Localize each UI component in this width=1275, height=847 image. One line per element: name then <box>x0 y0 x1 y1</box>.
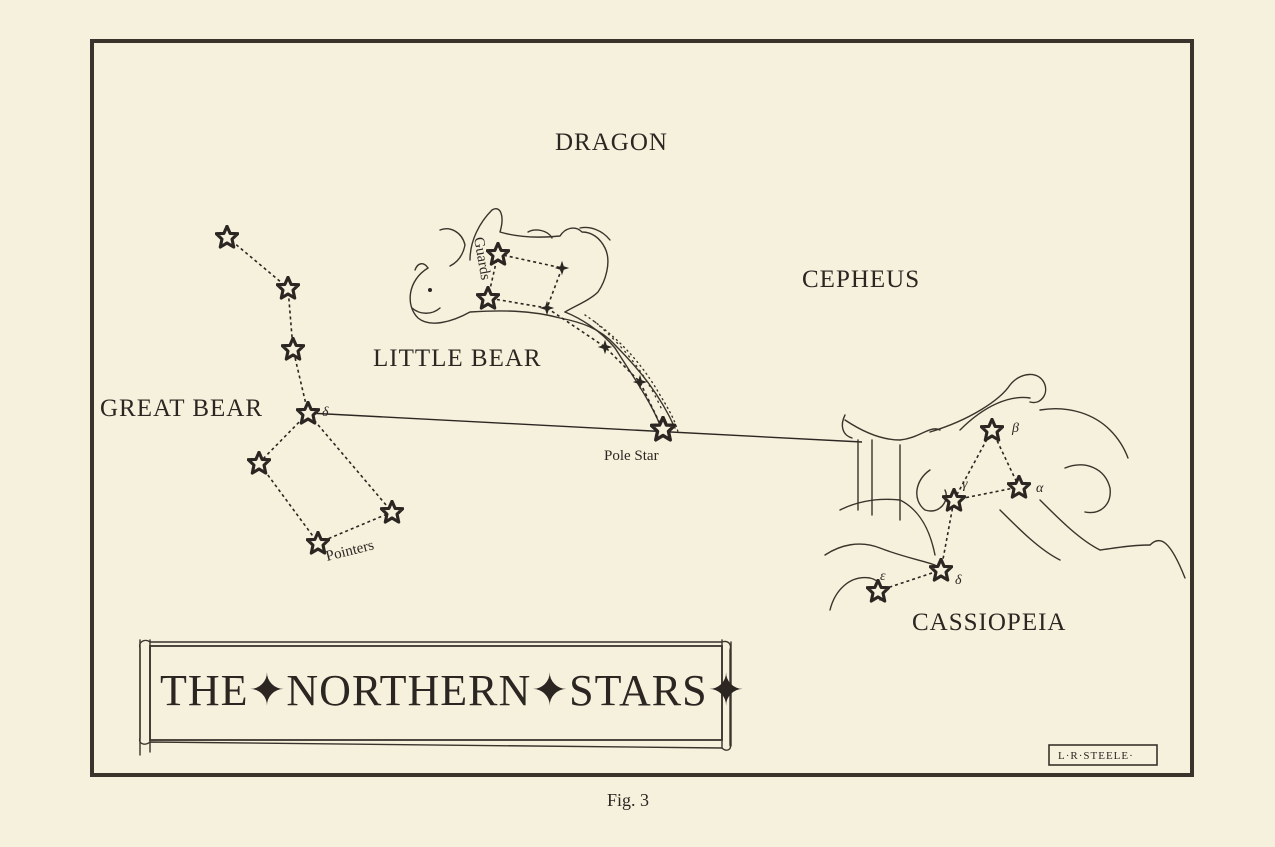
label-cass-alpha: α <box>1036 481 1044 496</box>
little-bear-star <box>632 374 648 390</box>
guard-star <box>476 286 500 310</box>
label-little-bear: LITTLE BEAR <box>373 345 542 372</box>
title-scroll <box>138 639 732 756</box>
cassiopeia-star-epsilon <box>866 579 890 603</box>
figure-title: THE✦NORTHERN✦STARS✦ <box>160 666 745 715</box>
artist-signature: L·R·STEELE· <box>1058 750 1134 762</box>
figure-caption: Fig. 3 <box>607 790 649 810</box>
cassiopeia-star-beta <box>980 418 1004 442</box>
figure-border <box>90 39 1194 777</box>
signature-box <box>1048 744 1158 766</box>
great-bear-star <box>215 225 239 249</box>
great-bear-star <box>247 451 271 475</box>
label-dragon: DRAGON <box>555 129 668 156</box>
label-great-bear: GREAT BEAR <box>100 395 263 422</box>
label-cass-epsilon: ε <box>880 569 886 584</box>
cassiopeia-star-delta <box>929 558 953 582</box>
little-bear-star <box>539 300 555 316</box>
label-cepheus: CEPHEUS <box>802 266 920 293</box>
label-cass-beta: β <box>1011 421 1019 436</box>
alignment-line <box>307 412 863 443</box>
label-cass-delta: δ <box>955 573 962 588</box>
cassiopeia-figure <box>824 373 1186 611</box>
label-pole-star: Pole Star <box>604 448 659 464</box>
little-bear-star <box>554 260 570 276</box>
great-bear-star-delta <box>296 401 320 425</box>
pointer-star <box>380 500 404 524</box>
label-cassiopeia: CASSIOPEIA <box>912 609 1066 636</box>
great-bear-star <box>281 337 305 361</box>
label-great-bear-delta: δ <box>322 405 329 420</box>
label-pointers: Pointers <box>324 537 376 564</box>
label-guards: Guards <box>470 236 493 282</box>
cassiopeia-star-alpha <box>1007 475 1031 499</box>
little-bear-figure <box>409 208 679 442</box>
great-bear-asterism <box>215 225 404 555</box>
label-cass-gamma: γ <box>962 477 968 492</box>
great-bear-star <box>276 276 300 300</box>
